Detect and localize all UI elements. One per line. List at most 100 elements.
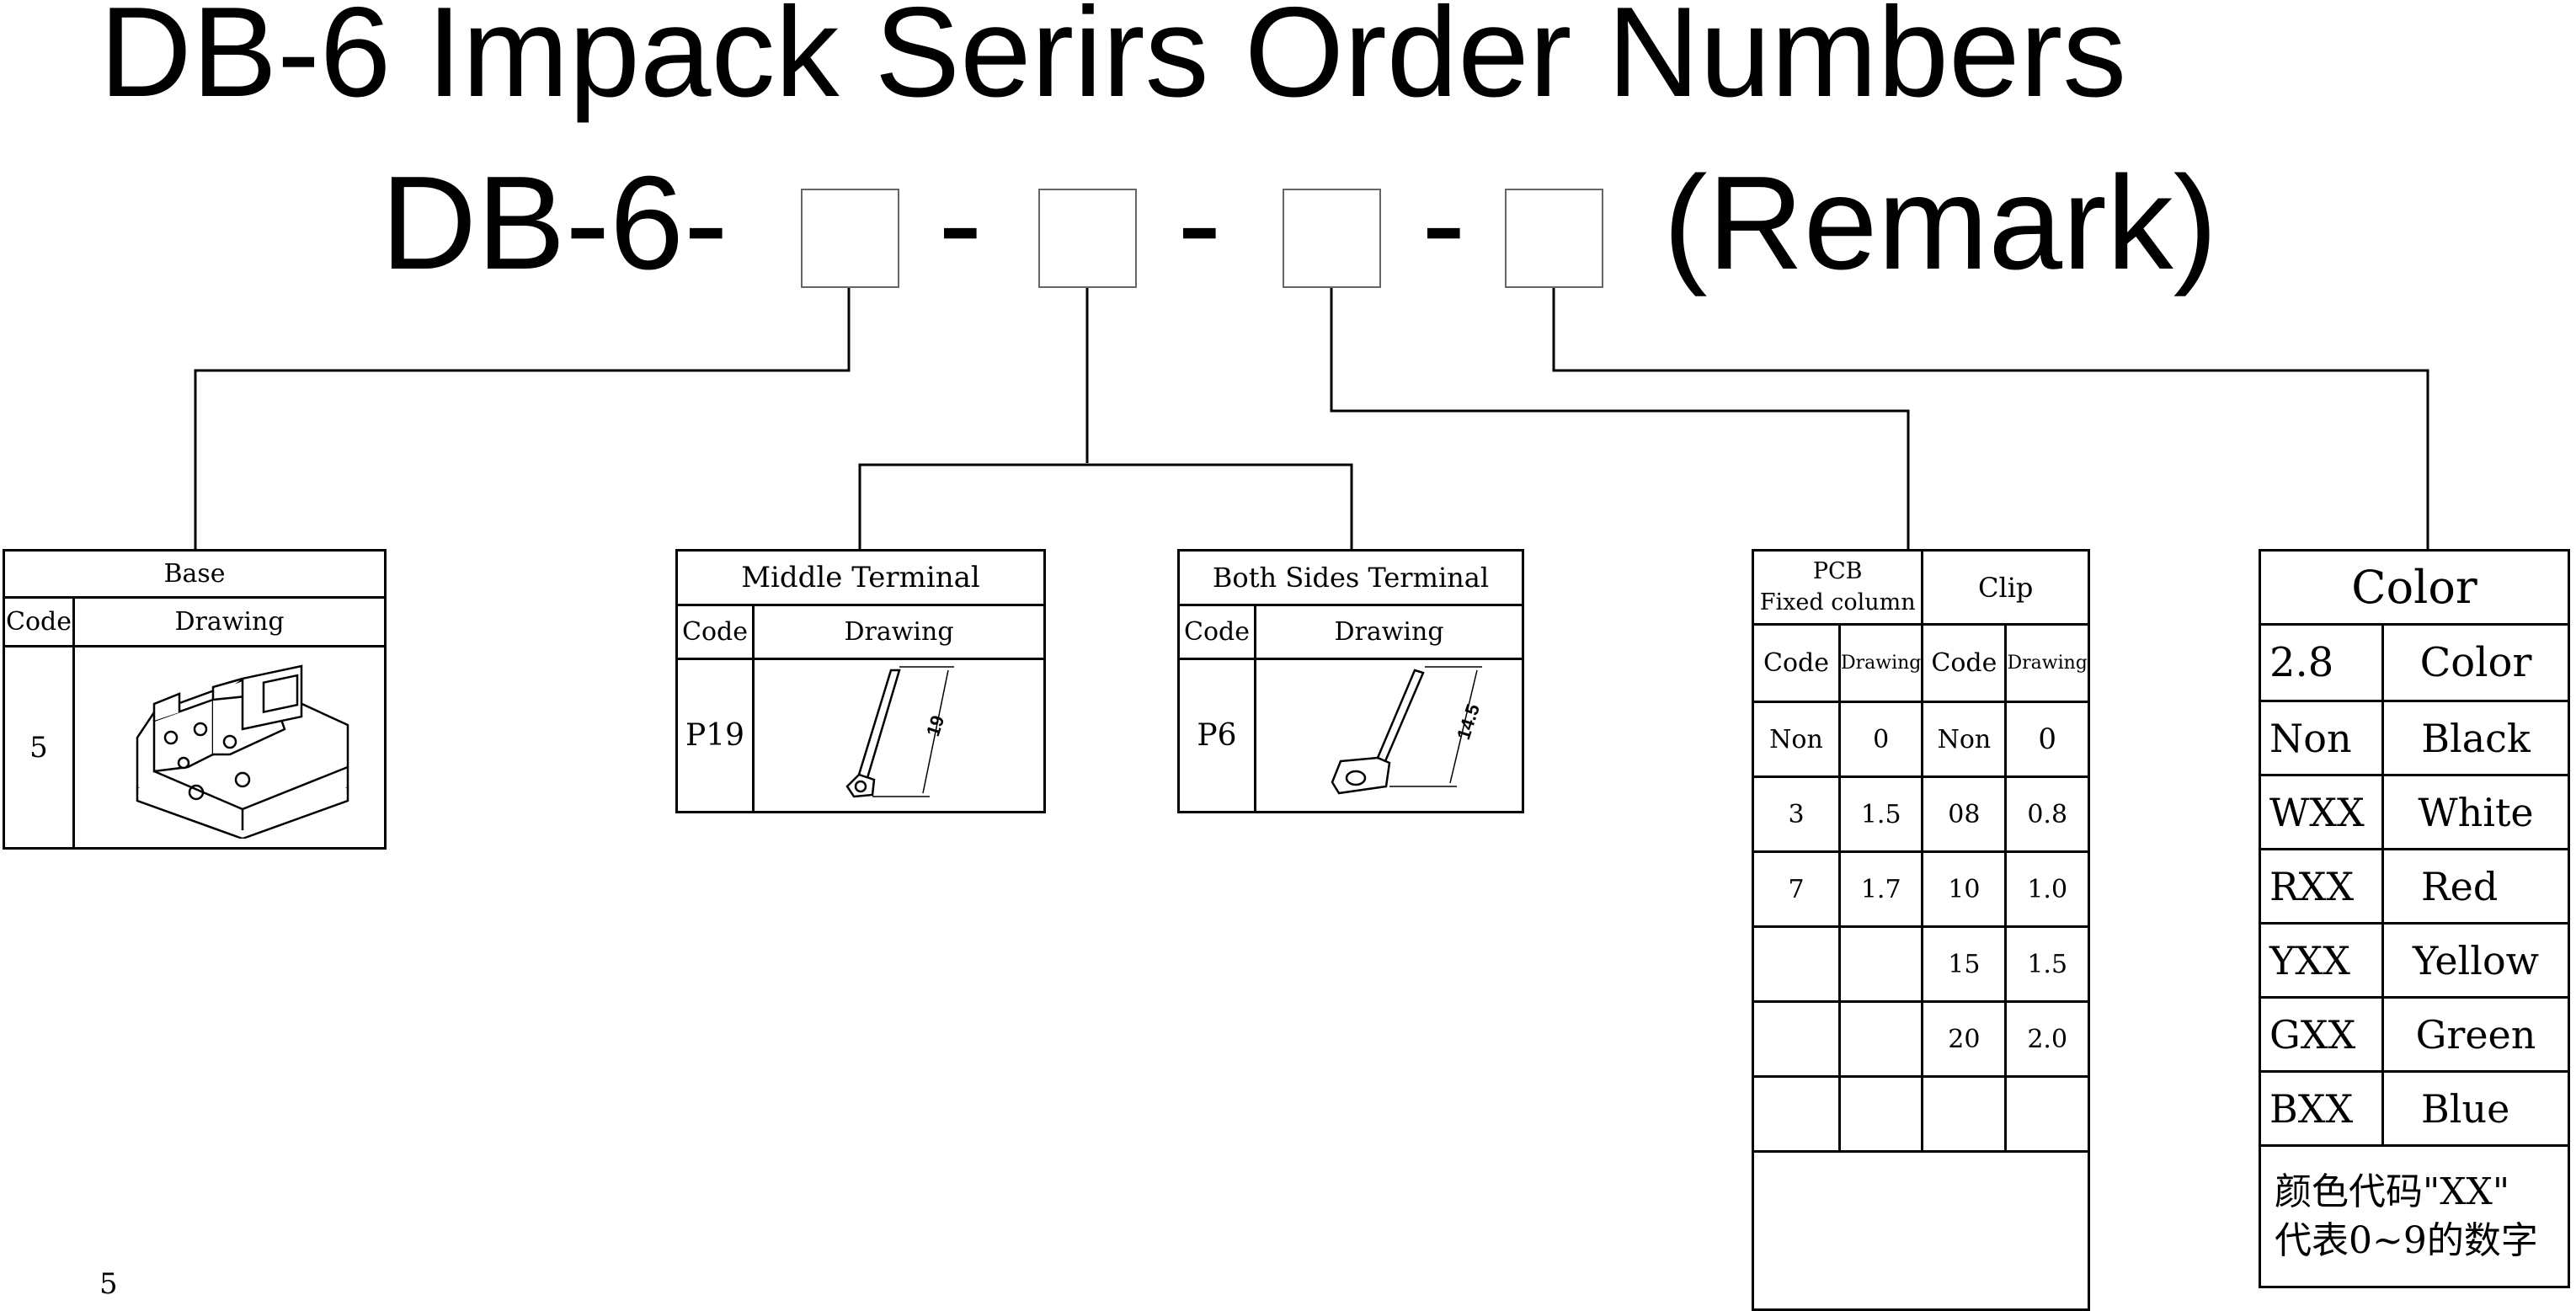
order-slot-terminal bbox=[1038, 189, 1137, 288]
pcb-code bbox=[1752, 925, 1841, 1003]
order-remark: (Remark) bbox=[1663, 149, 2218, 297]
connector-color bbox=[1552, 285, 2429, 549]
clip-drawing: 2.0 bbox=[2004, 1000, 2090, 1078]
color-name: Black bbox=[2381, 700, 2570, 776]
middle-terminal-header: Middle Terminal bbox=[675, 549, 1046, 606]
clip-code: 15 bbox=[1921, 925, 2008, 1003]
pcb-code-col: Code bbox=[1752, 623, 1841, 703]
base-code-col: Code bbox=[3, 596, 75, 648]
pcb-clip-empty-cell bbox=[1752, 1150, 2090, 1311]
table-row: YXX Yellow bbox=[2259, 922, 2570, 999]
pcb-code: 7 bbox=[1752, 850, 1841, 928]
base-code: 5 bbox=[3, 645, 75, 850]
color-name: Yellow bbox=[2381, 922, 2570, 999]
base-drawing bbox=[136, 664, 349, 839]
pcb-drawing: 1.7 bbox=[1837, 850, 1924, 928]
both-sides-terminal-code: P6 bbox=[1177, 658, 1256, 813]
order-slot-base bbox=[801, 189, 899, 288]
order-separator-1: - bbox=[938, 149, 983, 297]
color-code: YXX bbox=[2259, 922, 2384, 999]
color-code: WXX bbox=[2259, 774, 2384, 850]
table-row: 7 1.7 10 1.0 bbox=[1752, 850, 2090, 928]
clip-drawing: 1.0 bbox=[2004, 850, 2090, 928]
pcb-header-line2: Fixed column bbox=[1759, 589, 1916, 616]
clip-drawing: 0.8 bbox=[2004, 775, 2090, 853]
middle-terminal-table: Middle Terminal Code Drawing P19 19 bbox=[675, 549, 1046, 813]
middle-terminal-dimension: 19 bbox=[921, 713, 947, 739]
pcb-header: PCB Fixed column bbox=[1751, 549, 1924, 626]
middle-terminal-code-col: Code bbox=[675, 604, 755, 660]
color-table: Color 2.8 Color Non Black WXX White RXX … bbox=[2259, 549, 2570, 1288]
middle-terminal-drawing-cell: 19 bbox=[752, 658, 1046, 813]
pcb-drawing-col: Drawing bbox=[1837, 623, 1924, 703]
order-slot-color bbox=[1505, 189, 1603, 288]
pcb-drawing bbox=[1837, 1075, 1924, 1153]
clip-drawing: 0 bbox=[2004, 701, 2090, 778]
color-name: Green bbox=[2381, 996, 2570, 1073]
base-table: Base Code Drawing 5 bbox=[3, 549, 387, 850]
clip-code: 10 bbox=[1921, 850, 2008, 928]
table-row: RXX Red bbox=[2259, 848, 2570, 925]
table-row: 15 1.5 bbox=[1752, 925, 2090, 1003]
pcb-drawing: 0 bbox=[1837, 701, 1924, 778]
clip-drawing bbox=[2004, 1075, 2090, 1153]
order-prefix: DB-6- bbox=[381, 149, 728, 297]
clip-code: 20 bbox=[1921, 1000, 2008, 1078]
table-row-empty bbox=[1752, 1150, 2090, 1311]
table-row: WXX White bbox=[2259, 774, 2570, 850]
table-row bbox=[1752, 1075, 2090, 1153]
table-row: BXX Blue bbox=[2259, 1070, 2570, 1147]
color-note-line2: 代表0~9的数字 bbox=[2275, 1218, 2538, 1262]
color-note-line1: 颜色代码"XX" bbox=[2275, 1170, 2510, 1214]
both-sides-terminal-dimension: 14.5 bbox=[1452, 701, 1483, 742]
color-name: White bbox=[2381, 774, 2570, 850]
connector-pcb-clip bbox=[1330, 285, 1910, 549]
color-name-col: Color bbox=[2381, 623, 2570, 702]
color-name: Blue bbox=[2381, 1070, 2570, 1147]
both-sides-terminal-drawing-col: Drawing bbox=[1254, 604, 1524, 660]
connector-base bbox=[194, 285, 851, 549]
table-row: GXX Green bbox=[2259, 996, 2570, 1073]
order-slot-pcb-clip bbox=[1283, 189, 1381, 288]
both-sides-terminal-drawing: 14.5 bbox=[1331, 666, 1483, 795]
color-code: RXX bbox=[2259, 848, 2384, 925]
pcb-header-line1: PCB bbox=[1812, 558, 1863, 585]
middle-terminal-code: P19 bbox=[675, 658, 755, 813]
pcb-code: 3 bbox=[1752, 775, 1841, 853]
pcb-drawing bbox=[1837, 925, 1924, 1003]
base-header: Base bbox=[3, 549, 387, 599]
clip-code bbox=[1921, 1075, 2008, 1153]
connector-terminal-split bbox=[858, 463, 1353, 549]
clip-drawing-col: Drawing bbox=[2004, 623, 2090, 703]
both-sides-terminal-table: Both Sides Terminal Code Drawing P6 14.5 bbox=[1177, 549, 1524, 813]
base-drawing-cell bbox=[72, 645, 387, 850]
color-name: Red bbox=[2381, 848, 2570, 925]
base-drawing-col: Drawing bbox=[72, 596, 387, 648]
color-code: Non bbox=[2259, 700, 2384, 776]
page-number: 5 bbox=[99, 1267, 118, 1301]
clip-code-col: Code bbox=[1921, 623, 2008, 703]
color-note: 颜色代码"XX" 代表0~9的数字 bbox=[2259, 1144, 2570, 1288]
both-sides-terminal-header: Both Sides Terminal bbox=[1177, 549, 1524, 606]
pcb-code bbox=[1752, 1000, 1841, 1078]
middle-terminal-drawing: 19 bbox=[845, 666, 954, 798]
clip-code: 08 bbox=[1921, 775, 2008, 853]
both-sides-terminal-drawing-cell: 14.5 bbox=[1254, 658, 1524, 813]
pcb-drawing bbox=[1837, 1000, 1924, 1078]
table-row: 3 1.5 08 0.8 bbox=[1752, 775, 2090, 853]
color-code-col: 2.8 bbox=[2259, 623, 2384, 702]
order-separator-2: - bbox=[1177, 149, 1222, 297]
both-sides-terminal-code-col: Code bbox=[1177, 604, 1256, 660]
order-separator-3: - bbox=[1421, 149, 1466, 297]
clip-code: Non bbox=[1921, 701, 2008, 778]
table-row: 20 2.0 bbox=[1752, 1000, 2090, 1078]
table-row: Non Black bbox=[2259, 700, 2570, 776]
color-code: GXX bbox=[2259, 996, 2384, 1073]
pcb-code: Non bbox=[1752, 701, 1841, 778]
pcb-code bbox=[1752, 1075, 1841, 1153]
color-code: BXX bbox=[2259, 1070, 2384, 1147]
clip-header: Clip bbox=[1921, 549, 2090, 626]
pcb-drawing: 1.5 bbox=[1837, 775, 1924, 853]
table-row: Non 0 Non 0 bbox=[1752, 701, 2090, 778]
